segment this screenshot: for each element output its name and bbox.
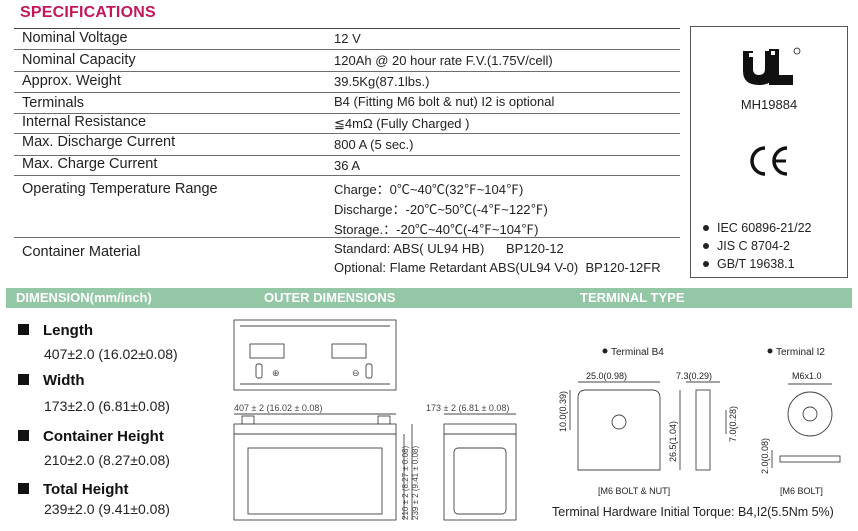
- torque-note: Terminal Hardware Initial Torque: B4,I2(…: [552, 505, 834, 519]
- ul-recognized-logo: [743, 47, 801, 85]
- b4-width-label: 25.0(0.98): [586, 371, 627, 381]
- spec-value: 120Ah @ 20 hour rate F.V.(1.75V/cell): [334, 53, 553, 68]
- spec-label: Internal Resistance: [22, 114, 147, 130]
- b4-height-label: 10.0(0.39): [558, 391, 568, 432]
- spec-label: Nominal Capacity: [22, 52, 136, 68]
- bullet-icon: [767, 348, 773, 354]
- terminal-type-heading: TERMINAL TYPE: [580, 290, 685, 305]
- certification-box: MH19884 IEC 60896-21/22 JIS C 8704-2 GB/…: [690, 26, 848, 278]
- standard-item: JIS C 8704-2: [703, 239, 790, 253]
- spec-row: Max. Charge Current 36 A: [14, 156, 680, 176]
- bullet-icon: [703, 260, 709, 267]
- spec-label: Approx. Weight: [22, 73, 121, 89]
- spec-value: 39.5Kg(87.1lbs.): [334, 74, 430, 89]
- battery-side-view: [443, 423, 517, 521]
- spec-row: Container Material Standard: ABS( UL94 H…: [14, 238, 680, 278]
- ul-file-number: MH19884: [740, 97, 798, 112]
- height-239-label: 239 ± 2 (9.41 ± 0.08): [411, 446, 420, 520]
- i2-thread-label: M6x1.0: [792, 371, 822, 381]
- bullet-icon: [602, 348, 608, 354]
- dimension-width-value: 173±2.0 (6.81±0.08): [44, 398, 170, 414]
- spec-value: 800 A (5 sec.): [334, 137, 414, 152]
- battery-top-view: [233, 319, 397, 391]
- terminal-type-drawing: Terminal B4 Terminal I2 25.0(0.98) 7.3(0…: [558, 347, 841, 496]
- spec-row: Terminals B4 (Fitting M6 bolt & nut) I2 …: [14, 93, 680, 114]
- spec-row: Nominal Voltage 12 V: [14, 28, 680, 50]
- width-dimension-label: 173 ± 2 (6.81 ± 0.08): [426, 403, 509, 413]
- positive-terminal-icon: ⊕: [272, 368, 280, 378]
- standard-item: IEC 60896-21/22: [703, 221, 812, 235]
- terminal-b4-front-view: [577, 389, 661, 471]
- spec-label: Container Material: [22, 244, 141, 260]
- spec-label: Max. Charge Current: [22, 156, 158, 172]
- dimension-length-value: 407±2.0 (16.02±0.08): [44, 346, 178, 362]
- length-dimension-label: 407 ± 2 (16.02 ± 0.08): [234, 403, 322, 413]
- outer-dimensions-drawing: 407 ± 2 (16.02 ± 0.08) 173 ± 2 (6.81 ± 0…: [233, 319, 517, 521]
- spec-value-line: Discharge：-20℃~50℃(-4℉~122℉): [334, 202, 548, 217]
- terminal-i2-label: Terminal I2: [776, 347, 825, 358]
- section-band: DIMENSION(mm/inch) OUTER DIMENSIONS TERM…: [6, 288, 852, 308]
- spec-label: Nominal Voltage: [22, 30, 128, 46]
- bullet-square-icon: [18, 483, 29, 494]
- b4-side-label: 7.3(0.29): [676, 371, 712, 381]
- standard-item: GB/T 19638.1: [703, 257, 795, 271]
- spec-value: B4 (Fitting M6 bolt & nut) I2 is optiona…: [334, 94, 555, 109]
- spec-value-line: Optional: Flame Retardant ABS(UL94 V-0) …: [334, 260, 661, 275]
- dimension-container-height-value: 210±2.0 (8.27±0.08): [44, 452, 170, 468]
- dimension-container-height-label: Container Height: [18, 428, 164, 445]
- bullet-square-icon: [18, 430, 29, 441]
- bullet-square-icon: [18, 374, 29, 385]
- spec-value: ≦4mΩ (Fully Charged ): [334, 116, 470, 131]
- spec-row: Internal Resistance ≦4mΩ (Fully Charged …: [14, 114, 680, 134]
- i2-caption: [M6 BOLT]: [780, 486, 823, 496]
- dimension-heading: DIMENSION(mm/inch): [16, 290, 152, 305]
- terminal-b4-side-view: [695, 389, 711, 471]
- bullet-icon: [703, 242, 709, 249]
- battery-front-view: [233, 423, 397, 521]
- spec-value: 36 A: [334, 158, 361, 173]
- b4-total-label: 26.5(1.04): [668, 421, 678, 462]
- b4-caption: [M6 BOLT & NUT]: [598, 486, 670, 496]
- dimension-total-height-label: Total Height: [18, 481, 129, 498]
- spec-label: Max. Discharge Current: [22, 134, 176, 150]
- dimension-width-label: Width: [18, 372, 85, 389]
- spec-row: Max. Discharge Current 800 A (5 sec.): [14, 134, 680, 156]
- spec-table-top-rule: [14, 28, 680, 29]
- terminal-i2-side-view: [779, 455, 841, 463]
- dimension-total-height-value: 239±2.0 (9.41±0.08): [44, 501, 170, 517]
- spec-label: Operating Temperature Range: [22, 181, 218, 197]
- height-210-label: 210 ± 2 (8.27 ± 0.08): [401, 446, 410, 520]
- i2-thickness-label: 2.0(0.08): [760, 438, 770, 474]
- b4-small-label: 7.0(0.28): [728, 406, 738, 442]
- spec-value: 12 V: [334, 31, 361, 46]
- dimension-length-label: Length: [18, 322, 93, 339]
- ce-mark-icon: [750, 146, 788, 176]
- spec-value-line: Storage.：-20℃~40℃(-4℉~104℉): [334, 222, 539, 237]
- page-title: SPECIFICATIONS: [20, 4, 156, 21]
- spec-label: Terminals: [22, 95, 85, 111]
- spec-value-line: Standard: ABS( UL94 HB) BP120-12: [334, 241, 564, 256]
- terminal-i2-top-view: [787, 391, 833, 437]
- terminal-b4-label: Terminal B4: [611, 347, 664, 358]
- negative-terminal-icon: ⊖: [352, 368, 360, 378]
- spec-row: Operating Temperature Range Charge：0℃~40…: [14, 176, 680, 238]
- spec-row: Approx. Weight 39.5Kg(87.1lbs.): [14, 72, 680, 93]
- spec-row: Nominal Capacity 120Ah @ 20 hour rate F.…: [14, 50, 680, 72]
- spec-value-line: Charge：0℃~40℃(32℉~104℉): [334, 182, 524, 197]
- bullet-icon: [703, 224, 709, 231]
- outer-dimensions-heading: OUTER DIMENSIONS: [264, 290, 396, 305]
- bullet-square-icon: [18, 324, 29, 335]
